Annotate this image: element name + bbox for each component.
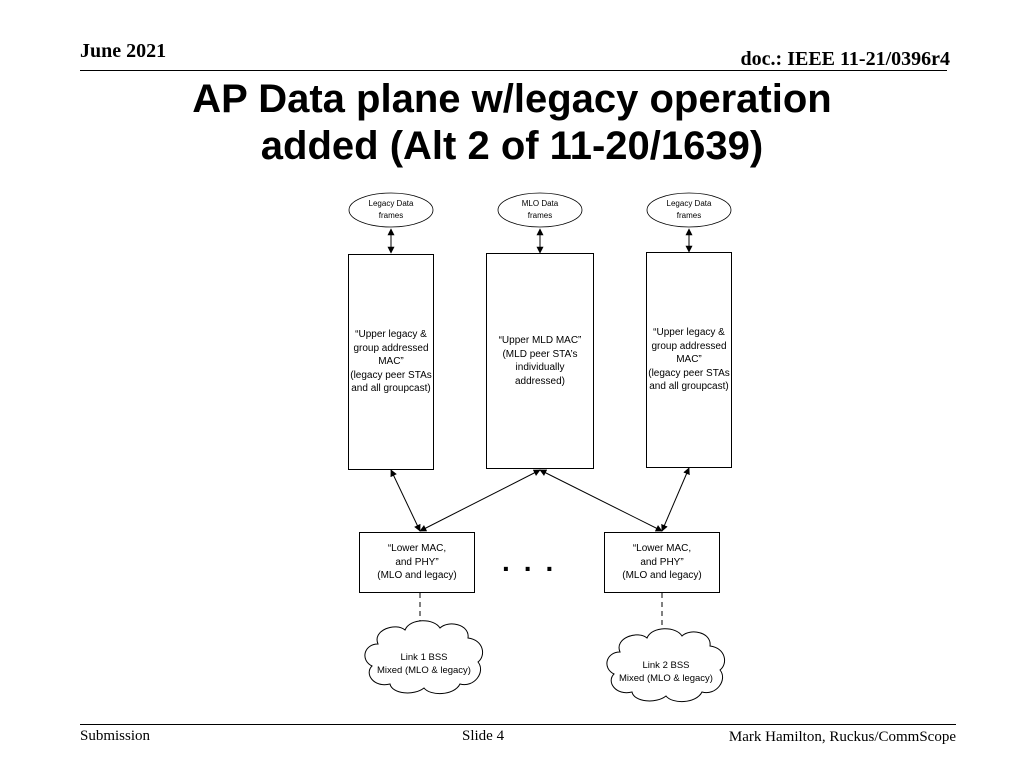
upper-mld-mac-label: “Upper MLD MAC” (MLD peer STA’s individu…: [498, 335, 582, 387]
header-doc-id: doc.: IEEE 11-21/0396r4: [740, 48, 950, 70]
top-node-legacy-left: [348, 192, 434, 228]
upper-legacy-mac-label-left: “Upper legacy & group addressed MAC” (le…: [350, 329, 432, 395]
upper-legacy-mac-box-left: “Upper legacy & group addressed MAC” (le…: [348, 254, 434, 470]
upper-mld-mac-box: “Upper MLD MAC” (MLD peer STA’s individu…: [486, 253, 594, 469]
lower-mac-phy-label-2: “Lower MAC, and PHY” (MLO and legacy): [622, 543, 702, 582]
header-rule: [80, 70, 947, 71]
arrow-upper-mld-to-lower-2: [539, 469, 663, 532]
more-links-ellipsis: ...: [502, 546, 568, 577]
cloud-label-link-1: Link 1 BSS Mixed (MLO & legacy): [377, 652, 471, 676]
footer-submission: Submission: [80, 728, 151, 744]
footer-slide-number: Slide 4: [462, 728, 505, 744]
lower-mac-phy-label-1: “Lower MAC, and PHY” (MLO and legacy): [377, 543, 457, 582]
arrow-upper-mld-to-lower-1: [419, 469, 541, 532]
cloud-label-link-2: Link 2 BSS Mixed (MLO & legacy): [619, 660, 713, 684]
upper-legacy-mac-box-right: “Upper legacy & group addressed MAC” (le…: [646, 252, 732, 468]
upper-legacy-mac-label-right: “Upper legacy & group addressed MAC” (le…: [648, 327, 730, 393]
footer-rule: [80, 724, 956, 725]
slide-title-line-2: added (Alt 2 of 11-20/1639): [260, 124, 764, 168]
top-node-legacy-right: [646, 192, 732, 228]
top-node-label-legacy-right: Legacy Data frames: [666, 199, 712, 220]
slide-title: AP Data plane w/legacy operation added (…: [0, 76, 1024, 170]
top-node-label-legacy-left: Legacy Data frames: [368, 199, 414, 220]
footer-author: Mark Hamilton, Ruckus/CommScope: [728, 729, 956, 745]
top-node-mlo: [497, 192, 583, 228]
arrow-upper-left-to-lower-1: [390, 469, 421, 532]
top-node-label-mlo: MLO Data frames: [521, 199, 559, 220]
cloud-link-2-icon: [606, 628, 726, 702]
slide-title-line-1: AP Data plane w/legacy operation: [192, 77, 832, 121]
arrow-upper-right-to-lower-2: [661, 467, 690, 532]
lower-mac-phy-box-2: “Lower MAC, and PHY” (MLO and legacy): [604, 532, 720, 593]
header-date: June 2021: [80, 40, 167, 62]
lower-mac-phy-box-1: “Lower MAC, and PHY” (MLO and legacy): [359, 532, 475, 593]
cloud-link-1-icon: [364, 620, 484, 694]
